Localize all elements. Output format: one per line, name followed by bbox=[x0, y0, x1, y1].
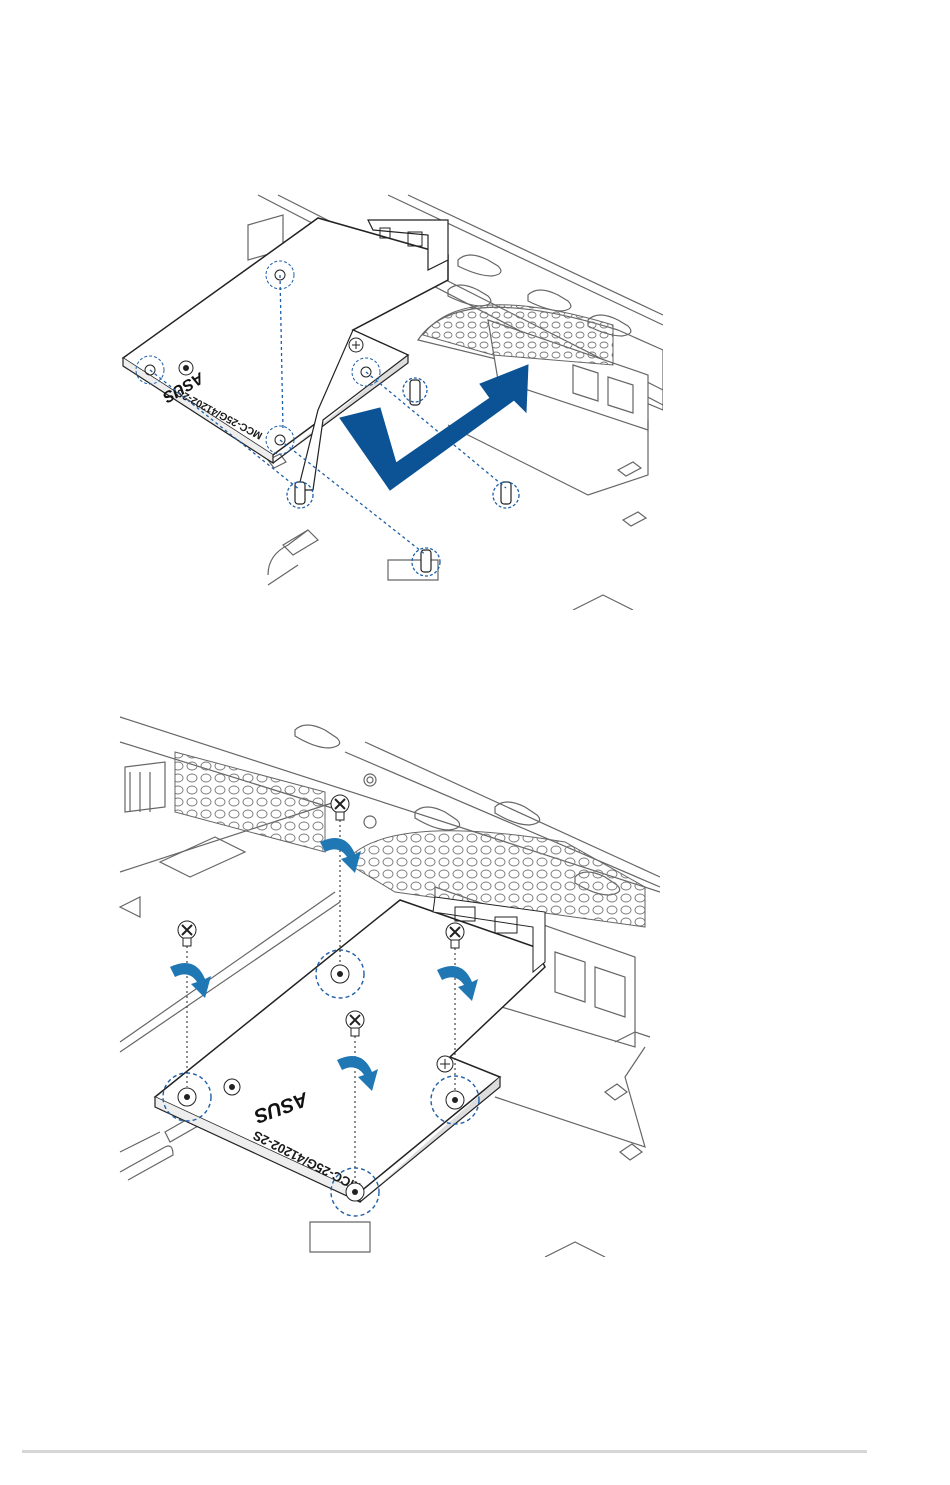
mesh-panel bbox=[175, 752, 645, 927]
footer-rule bbox=[22, 1450, 867, 1453]
mezzanine-card: ASUS MCC-25G/41202-2S bbox=[123, 218, 448, 490]
screw-icon bbox=[437, 1056, 453, 1072]
screw-icon bbox=[331, 795, 349, 820]
screw-icon bbox=[178, 921, 196, 946]
screw-icon bbox=[349, 338, 363, 352]
mesh-panel bbox=[423, 305, 613, 365]
secure-screws-illustration: ASUS MCC-25G/41202-2S bbox=[115, 712, 660, 1257]
install-card-illustration: ASUS MCC-25G/41202-2S bbox=[118, 190, 663, 610]
